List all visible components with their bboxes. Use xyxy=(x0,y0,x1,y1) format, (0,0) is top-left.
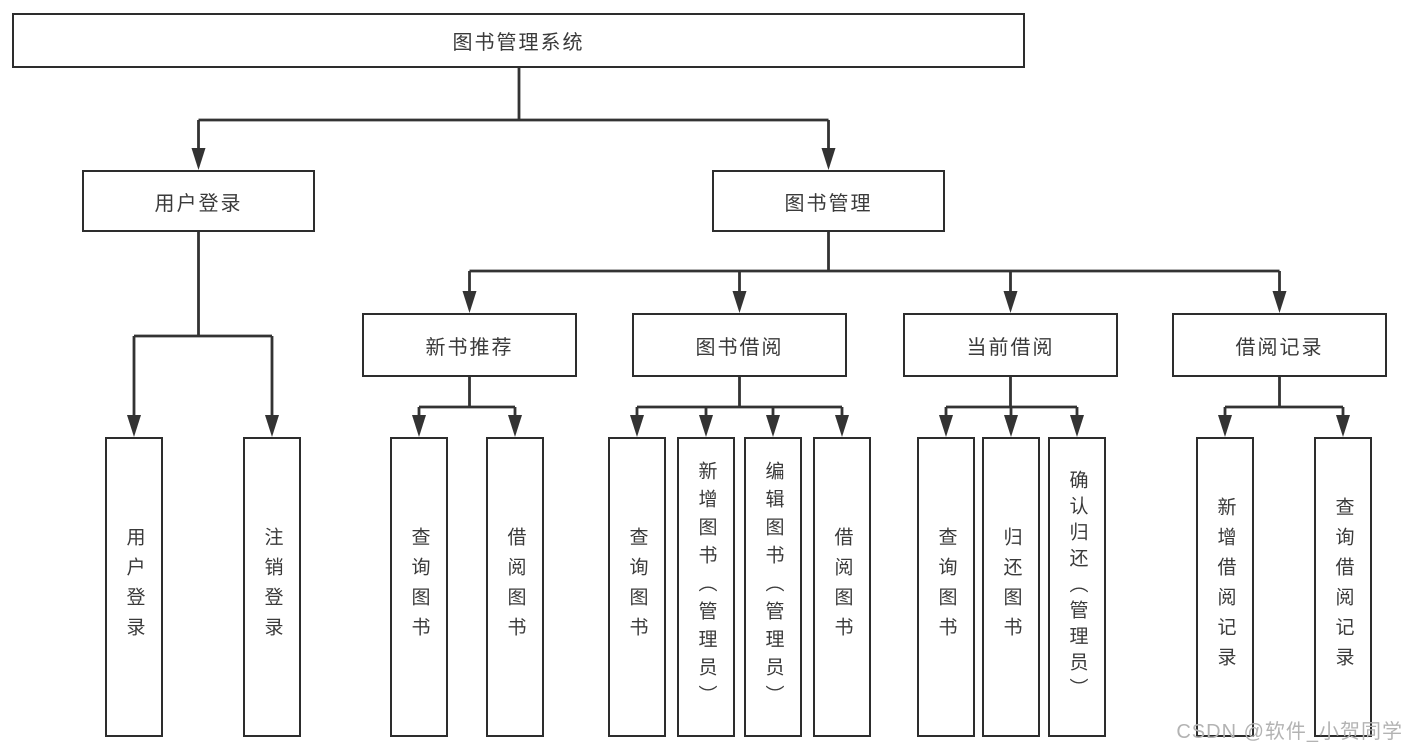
connector-current-to-leaves xyxy=(944,377,1079,417)
arrowhead-icon xyxy=(265,415,279,437)
arrowhead-icon xyxy=(1218,415,1232,437)
arrowhead-icon xyxy=(699,415,713,437)
node-label: 图书管理系统 xyxy=(452,32,585,54)
leaf-label: 编辑图书（管理员） xyxy=(762,461,784,713)
leaf-confirm-return-admin: 确认归还（管理员） xyxy=(1048,437,1106,737)
connector-userlogin-to-leaves xyxy=(132,232,274,417)
leaf-label: 查询图书 xyxy=(626,527,648,647)
leaf-logout: 注销登录 xyxy=(243,437,301,737)
node-label: 图书借阅 xyxy=(695,336,784,359)
leaf-user-login: 用户登录 xyxy=(105,437,163,737)
node-book-borrow: 图书借阅 xyxy=(632,313,847,377)
leaf-label: 查询借阅记录 xyxy=(1332,497,1354,677)
leaf-edit-book-admin: 编辑图书（管理员） xyxy=(744,437,802,737)
arrowhead-icon xyxy=(412,415,426,437)
leaf-query-borrow-record: 查询借阅记录 xyxy=(1314,437,1372,737)
connector-borrow-to-leaves xyxy=(635,377,844,417)
csdn-watermark: CSDN @软件_小贺同学 xyxy=(1176,721,1403,743)
node-library-system: 图书管理系统 xyxy=(12,13,1025,68)
arrowhead-icon xyxy=(462,291,477,313)
arrowhead-icon xyxy=(508,415,522,437)
arrowhead-icon xyxy=(1336,415,1350,437)
arrowhead-icon xyxy=(127,415,141,437)
connector-root-to-level2 xyxy=(197,68,830,150)
leaf-label: 查询图书 xyxy=(935,527,957,647)
arrowhead-icon xyxy=(1003,291,1018,313)
arrowhead-icon xyxy=(630,415,644,437)
arrowhead-icon xyxy=(766,415,780,437)
leaf-label: 新增图书（管理员） xyxy=(695,461,717,713)
leaf-borrow-book: 借阅图书 xyxy=(813,437,871,737)
arrowhead-icon xyxy=(1272,291,1287,313)
leaf-query-book-current: 查询图书 xyxy=(917,437,975,737)
leaf-label: 归还图书 xyxy=(1000,527,1022,647)
arrowhead-icon xyxy=(1070,415,1084,437)
connector-bookmgmt-to-level3 xyxy=(468,232,1281,293)
arrowhead-icon xyxy=(1004,415,1018,437)
connector-newbook-to-leaves xyxy=(417,377,517,417)
node-new-book-recommend: 新书推荐 xyxy=(362,313,577,377)
arrowhead-icon xyxy=(732,291,747,313)
arrowhead-icon xyxy=(939,415,953,437)
leaf-label: 查询图书 xyxy=(408,527,430,647)
leaf-label: 借阅图书 xyxy=(504,527,526,647)
leaf-label: 注销登录 xyxy=(261,527,283,647)
arrowhead-icon xyxy=(835,415,849,437)
leaf-add-book-admin: 新增图书（管理员） xyxy=(677,437,735,737)
node-label: 用户登录 xyxy=(154,192,243,215)
leaf-label: 用户登录 xyxy=(123,527,145,647)
leaf-label: 借阅图书 xyxy=(831,527,853,647)
node-label: 新书推荐 xyxy=(425,336,514,359)
leaf-label: 新增借阅记录 xyxy=(1214,497,1236,677)
node-book-management: 图书管理 xyxy=(712,170,945,232)
leaf-return-book: 归还图书 xyxy=(982,437,1040,737)
node-current-borrow: 当前借阅 xyxy=(903,313,1118,377)
node-borrow-records: 借阅记录 xyxy=(1172,313,1387,377)
node-label: 当前借阅 xyxy=(966,336,1055,359)
leaf-query-book-recommend: 查询图书 xyxy=(390,437,448,737)
node-label: 借阅记录 xyxy=(1235,336,1324,359)
leaf-add-borrow-record: 新增借阅记录 xyxy=(1196,437,1254,737)
arrowhead-icon xyxy=(191,148,206,170)
leaf-label: 确认归还（管理员） xyxy=(1066,470,1088,704)
arrowhead-icon xyxy=(821,148,836,170)
connector-records-to-leaves xyxy=(1223,377,1345,417)
leaf-query-book-borrow: 查询图书 xyxy=(608,437,666,737)
leaf-borrow-book-recommend: 借阅图书 xyxy=(486,437,544,737)
node-user-login: 用户登录 xyxy=(82,170,315,232)
node-label: 图书管理 xyxy=(784,192,873,215)
